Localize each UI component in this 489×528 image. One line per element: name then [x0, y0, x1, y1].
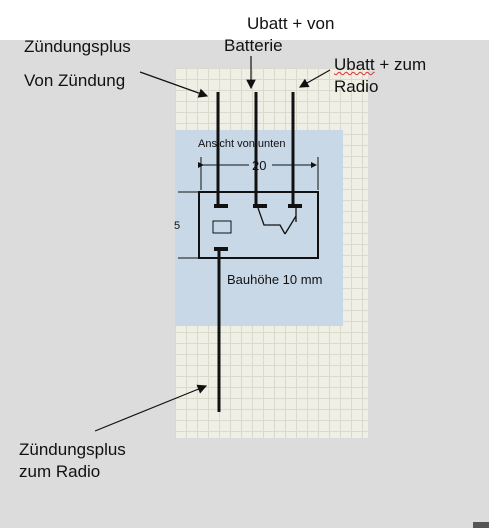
- arrow-ubatt-radio: [298, 69, 331, 88]
- arrow-von-zundung: [139, 71, 209, 98]
- label-ubatt-zum: Ubatt + zum: [334, 54, 426, 76]
- label-ubatt-von-word: Ubatt: [247, 14, 288, 33]
- relay-switch-contact: [257, 206, 297, 235]
- label-zundungsplus-radio-1: Zündungsplus: [19, 440, 126, 459]
- side-dimension-ticks: [178, 191, 198, 259]
- arrow-zundungsplus-radio: [94, 384, 208, 432]
- label-ubatt-zum-word: Ubatt: [334, 55, 375, 74]
- label-zundungsplus: Zündungsplus: [24, 37, 131, 56]
- label-zundungsplus-radio-2: zum Radio: [19, 462, 101, 481]
- label-radio: Radio: [334, 77, 379, 96]
- label-batterie: Batterie: [224, 36, 283, 55]
- relay-body: [198, 191, 319, 259]
- wires: [216, 92, 295, 412]
- label-von-zundung: Von Zündung: [24, 71, 126, 90]
- relay-dimension-value: 20: [252, 158, 267, 173]
- relay-view-caption: Ansicht von unten: [198, 138, 286, 150]
- relay-coil: [212, 220, 232, 234]
- pointer-arrows: [94, 56, 331, 432]
- relay-side-digit: 5: [174, 220, 181, 232]
- label-ubatt-von: Ubatt + von: [247, 13, 334, 35]
- relay-height-caption: Bauhöhe 10 mm: [227, 272, 323, 287]
- label-ubatt-zum-rest: + zum: [374, 55, 427, 74]
- top-white-band: [0, 0, 489, 40]
- label-ubatt-von-rest: + von: [287, 14, 335, 33]
- relay-pins: [214, 204, 302, 251]
- corner-mark: [473, 522, 489, 528]
